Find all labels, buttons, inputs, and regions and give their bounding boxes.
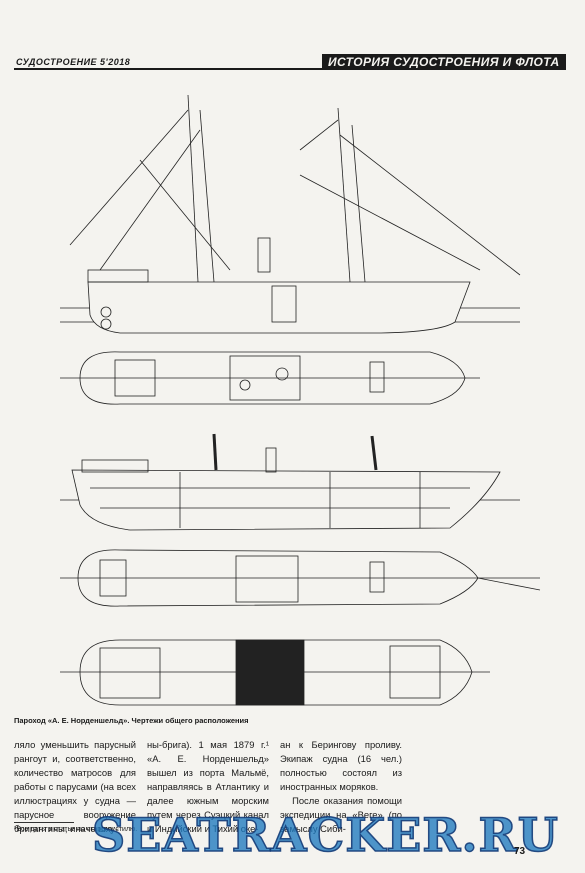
journal-name: СУДОСТРОЕНИЕ 5'2018 xyxy=(16,57,131,67)
article-column-1: ляло уменьшить парусный рангоут и, соотв… xyxy=(14,739,136,834)
ship-drawings xyxy=(60,94,541,706)
watermark-logo: SEATRACKER.RU xyxy=(91,807,559,863)
footnote: ¹Все даты в статье по старому стилю. xyxy=(14,826,138,833)
hold-plan xyxy=(60,639,490,706)
article-column-2: ны-брига). 1 мая 1879 г.¹ «А. Е. Норденш… xyxy=(147,739,269,834)
column-3-text: ан к Берингову проливу. Экипаж судна (16… xyxy=(280,739,402,792)
article-column-3: ан к Берингову проливу. Экипаж судна (16… xyxy=(280,738,402,836)
column-3-paragraph-2: После оказания помощи экспедиции на «Вег… xyxy=(280,795,402,834)
page-number: 73 xyxy=(514,846,526,857)
header-rule xyxy=(14,68,534,70)
deck-plan-2 xyxy=(60,549,541,607)
steamer-profile-drawing xyxy=(60,433,520,531)
deck-plan-1 xyxy=(60,351,480,405)
sail-profile-drawing xyxy=(60,94,521,334)
figure-caption: Пароход «А. Е. Норденшельд». Чертежи общ… xyxy=(14,716,249,725)
section-title: ИСТОРИЯ СУДОСТРОЕНИЯ И ФЛОТА xyxy=(322,54,566,70)
footnote-rule xyxy=(14,822,74,823)
